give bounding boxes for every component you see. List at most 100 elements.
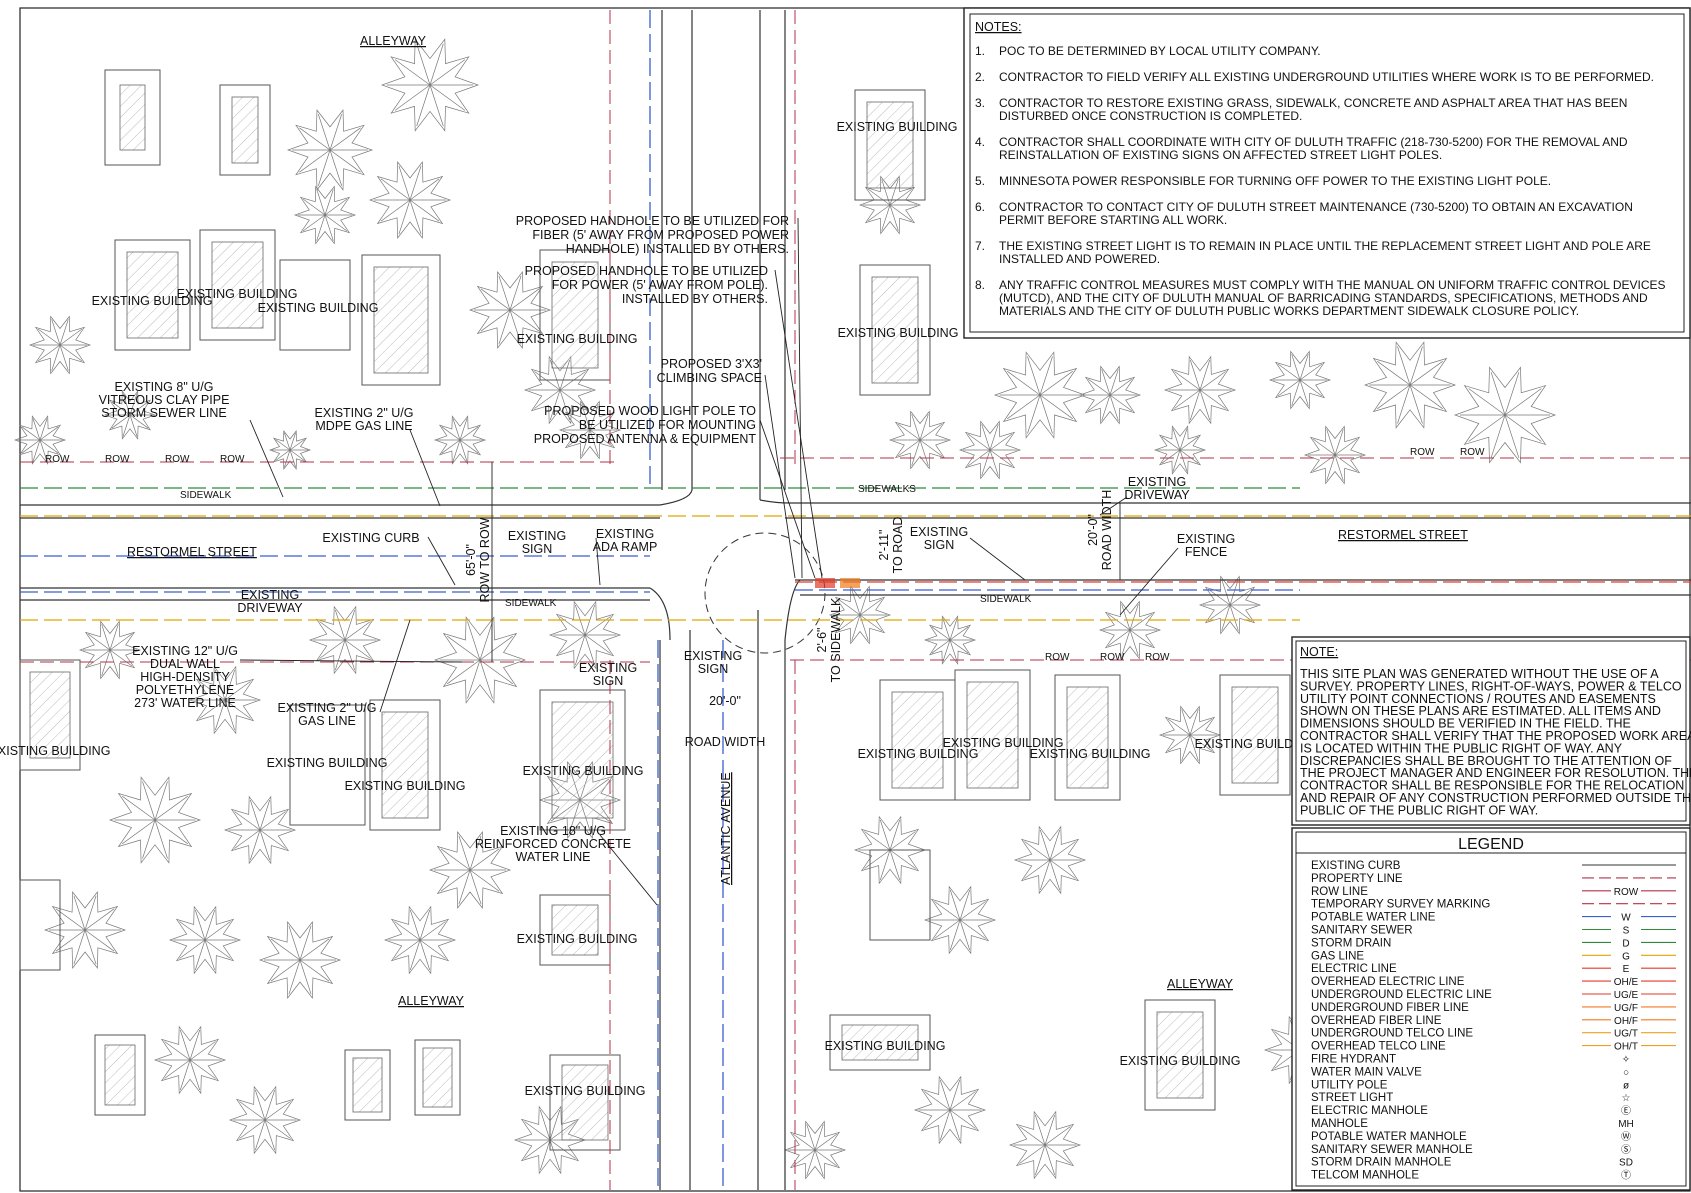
legend-symbol-icon: Ⓔ <box>1621 1105 1631 1117</box>
site-note-line: DIMENSIONS SHOULD BE VERIFIED IN THE FIE… <box>1300 717 1631 731</box>
tree-canopy <box>308 605 382 675</box>
tree-canopy <box>223 795 297 865</box>
legend-line-symbol: UG/F <box>1614 1003 1638 1014</box>
note-number: 7. <box>975 239 985 253</box>
building-outline <box>361 254 441 386</box>
svg-text:ROW: ROW <box>1410 447 1435 458</box>
legend-line-symbol: W <box>1621 913 1631 924</box>
building-hatch <box>1066 686 1109 789</box>
svg-text:ROW: ROW <box>1045 652 1070 663</box>
legend-item-label: FIRE HYDRANT <box>1311 1054 1396 1066</box>
tree-canopy <box>1198 575 1262 635</box>
dimension-road-width: 20'-0"ROAD WIDTH <box>685 694 766 749</box>
legend-item-label: UNDERGROUND ELECTRIC LINE <box>1311 989 1492 1001</box>
legend-line-symbol: D <box>1622 938 1629 949</box>
site-note-line: SHOWN ON THESE PLANS ARE ESTIMATED. ALL … <box>1300 704 1661 718</box>
tree-canopy <box>468 271 552 349</box>
building-outline <box>549 1054 621 1151</box>
building-outline <box>869 849 931 941</box>
legend-line-symbol: OH/F <box>1614 1016 1638 1027</box>
legend-item-label: ELECTRIC MANHOLE <box>1311 1105 1428 1117</box>
building-label: EXISTING BUILDING <box>92 294 213 308</box>
legend-item-label: UNDERGROUND TELCO LINE <box>1311 1028 1473 1040</box>
building-hatch <box>119 84 146 151</box>
legend-title: LEGEND <box>1458 836 1524 853</box>
tree-canopy <box>1078 365 1142 425</box>
building-hatch <box>29 671 71 759</box>
dimension-to-sidewalk: 2'-6"TO SIDEWALK <box>815 597 843 682</box>
building-outline <box>289 704 366 826</box>
building-label: EXISTING BUILDING <box>523 764 644 778</box>
building-hatch <box>871 276 919 384</box>
tree-canopy <box>1363 341 1457 429</box>
building-outline <box>104 69 161 166</box>
callout-existing-curb: EXISTING CURB <box>322 531 419 545</box>
legend-item-label: UTILITY POLE <box>1311 1079 1388 1091</box>
building-label: EXISTING BUILDING <box>943 736 1064 750</box>
legend-line-symbol: ROW <box>1614 887 1639 898</box>
tree-canopy <box>188 665 262 735</box>
tree-canopy <box>428 831 512 909</box>
legend-symbol-icon: MH <box>1618 1119 1634 1130</box>
leader-lines <box>239 217 1179 906</box>
tree-canopy <box>923 615 977 665</box>
note-number: 2. <box>975 70 985 84</box>
building-outline <box>199 229 276 341</box>
building-outline <box>539 689 626 831</box>
note-number: 8. <box>975 278 985 292</box>
tree-canopy <box>1008 1110 1082 1180</box>
tree-canopy <box>258 921 342 999</box>
building-outline <box>854 89 926 201</box>
building-outline <box>344 1049 391 1121</box>
building-label: EXISTING BUILDING <box>525 1084 646 1098</box>
note-line: ANY TRAFFIC CONTROL MEASURES MUST COMPLY… <box>999 278 1666 292</box>
site-note-line: THIS SITE PLAN WAS GENERATED WITHOUT THE… <box>1300 667 1659 681</box>
legend-symbol-icon: Ⓣ <box>1621 1170 1631 1182</box>
svg-text:ROW: ROW <box>1145 652 1170 663</box>
building-hatch <box>866 101 914 189</box>
legend-symbol-icon: Ⓦ <box>1621 1131 1631 1143</box>
building-outline <box>94 1034 146 1116</box>
road-layer <box>20 10 1691 1190</box>
svg-text:ROW: ROW <box>45 454 70 465</box>
note-number: 4. <box>975 135 985 149</box>
building-label: EXISTING BUILDING <box>1120 1054 1241 1068</box>
work-radius <box>704 532 826 654</box>
legend-item-label: ROW LINE <box>1311 886 1368 898</box>
tree-canopy <box>13 415 67 465</box>
tree-canopy <box>433 616 527 704</box>
legend-item-label: WATER MAIN VALVE <box>1311 1066 1422 1078</box>
building-hatch <box>551 261 599 369</box>
note-line: PERMIT BEFORE STARTING ALL WORK. <box>999 213 1227 227</box>
building-label: EXISTING BUILDING <box>825 1039 946 1053</box>
dimension-to-road: 2'-11"TO ROAD <box>877 517 905 574</box>
legend-line-symbol: G <box>1622 951 1630 962</box>
building-outline <box>1219 674 1291 796</box>
note-line: MATERIALS AND THE CITY OF DULUTH PUBLIC … <box>999 304 1579 318</box>
building-label: EXISTING BUILDING <box>517 332 638 346</box>
tree-canopy <box>548 600 622 670</box>
legend-symbol-icon: ✧ <box>1622 1055 1630 1066</box>
tree-canopy <box>228 1085 302 1155</box>
tree-canopy <box>958 420 1022 480</box>
legend-item-label: MANHOLE <box>1311 1118 1368 1130</box>
building-label: EXISTING BUILDING <box>177 287 298 301</box>
note-line: (MUTCD), AND THE CITY OF DULUTH MANUAL O… <box>999 291 1648 305</box>
tree-canopy <box>380 38 480 132</box>
tree-canopy <box>1158 705 1222 765</box>
legend-symbol-icon: ☆ <box>1622 1093 1631 1104</box>
tree-canopy <box>78 620 142 680</box>
building-label: EXISTING BUILDING <box>267 756 388 770</box>
dimension-road-width: 20'-0"ROAD WIDTH <box>1086 490 1114 571</box>
legend-line-symbol: E <box>1623 964 1630 975</box>
building-hatch <box>231 96 259 164</box>
